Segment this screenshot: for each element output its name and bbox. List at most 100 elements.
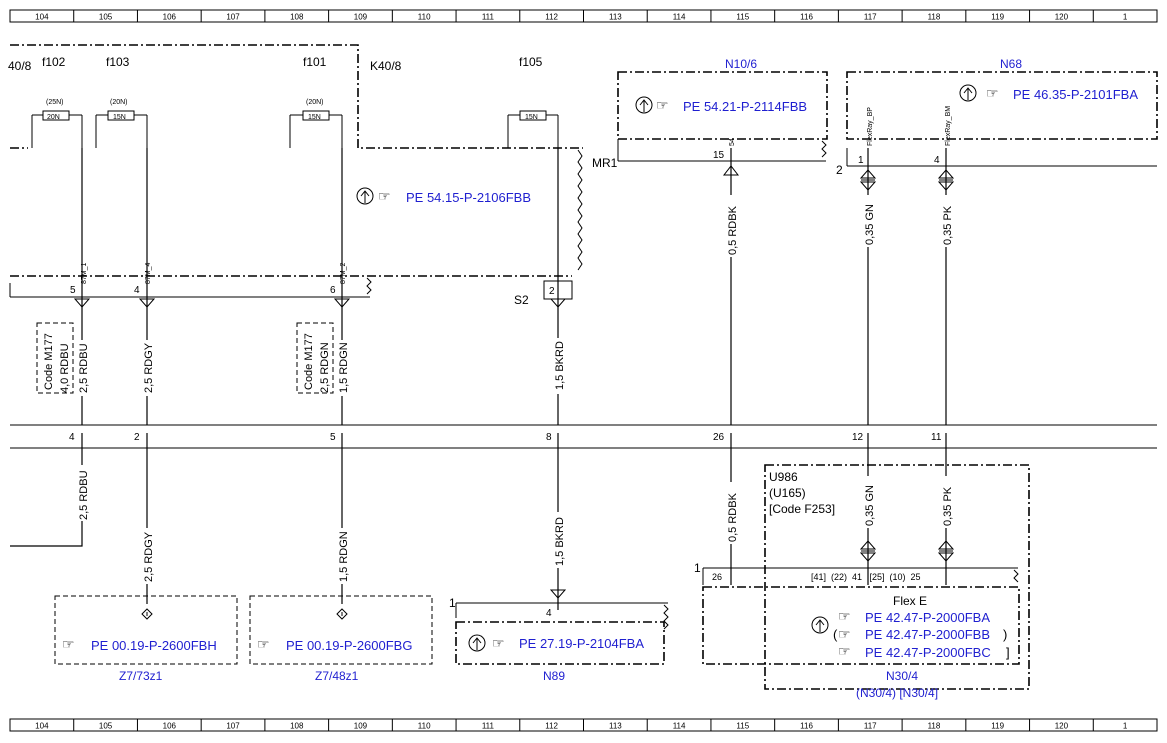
grid-number: 115 (736, 13, 749, 22)
pin-6: 6 (330, 285, 336, 296)
w2-bot: 2,5 RDGY (143, 531, 155, 582)
hand-pointer-icon: ☞ (986, 85, 999, 101)
n68-ref-text[interactable]: PE 46.35-P-2101FBA (1013, 87, 1138, 102)
w1-bot: 2,5 RDBU (78, 470, 90, 520)
z7-48z1-ref[interactable]: PE 00.19-P-2600FBG (286, 638, 412, 653)
mid-connector-pins: 4 2 5 8 26 12 11 (69, 432, 942, 443)
grid-number: 119 (991, 13, 1004, 22)
n30-4-refs[interactable]: ☞ PE 42.47-P-2000FBA ( ☞ PE 42.47-P-2000… (811, 608, 1010, 660)
fuse-f102: f102 (25N) 20N (31, 55, 83, 148)
mid-pin-12: 12 (852, 432, 864, 443)
f101-label: f101 (303, 55, 327, 69)
n30-4-ref-2[interactable]: PE 42.47-P-2000FBB (865, 627, 990, 642)
upper-wire-labels: 2,5 RDBU 2,5 RDGY 1,5 RDGN 1,5 BKRD 0,5 … (76, 195, 954, 396)
n10-6-ref[interactable]: ☞ PE 54.21-P-2114FBB (635, 96, 807, 114)
k40-8-box (9, 44, 583, 298)
w4-bot: 1,5 BKRD (554, 517, 566, 566)
f102-rating: (25N) (46, 99, 64, 106)
w7-top: 0,35 PK (942, 205, 954, 245)
grid-number: 114 (673, 13, 686, 22)
mid-pin-2: 2 (134, 432, 140, 443)
n30-4-ref-3[interactable]: PE 42.47-P-2000FBC (865, 645, 991, 660)
grid-number: 106 (163, 722, 177, 731)
paren-left: ( (833, 627, 838, 642)
w1-code: Code M177 (43, 333, 55, 390)
n30-4-box (702, 586, 1020, 665)
n89-label: N89 (543, 669, 565, 683)
s2-pin: 2 (549, 286, 555, 297)
u986-line-1: U986 (769, 470, 798, 484)
n89-box (455, 621, 665, 665)
n10-6-label: N10/6 (725, 57, 757, 71)
n68-ref[interactable]: ☞ PE 46.35-P-2101FBA (959, 84, 1138, 102)
f102-label: f102 (42, 55, 66, 69)
u986-line-2: (U165) (769, 486, 806, 500)
w5-bot: 0,5 RDBK (727, 492, 739, 542)
w3-code: Code M177 (303, 333, 315, 390)
w5-top: 0,5 RDBK (727, 205, 739, 255)
n30-4-title: Flex E (893, 594, 927, 608)
n10-6-pin: 15 (713, 150, 725, 161)
grid-number: 109 (354, 13, 368, 22)
code-m177-box-2 (296, 322, 334, 394)
n89-ref-text[interactable]: PE 27.19-P-2104FBA (519, 636, 644, 651)
paren-right: ) (1003, 627, 1007, 642)
grid-number: 104 (35, 13, 49, 22)
k40-ref[interactable]: ☞ PE 54.15-P-2106FBB (356, 187, 531, 205)
n30-4-label: N30/4 (886, 669, 918, 683)
grid-number: 110 (418, 13, 431, 22)
mid-pin-5: 5 (330, 432, 336, 443)
n89-pin: 4 (546, 608, 552, 619)
grid-number: 113 (609, 13, 622, 22)
w3-top-alt: 2,5 RDGN (319, 342, 331, 393)
grid-number: 116 (800, 13, 813, 22)
hand-pointer-icon: ☞ (378, 188, 391, 204)
bracket-right: ] (1006, 645, 1010, 660)
flexray-bp: FlexRay_BP (867, 107, 874, 146)
code-m177-box-1 (36, 322, 74, 394)
u986-line-3: [Code F253] (769, 502, 835, 516)
grid-number: 108 (290, 722, 304, 731)
grid-number: 114 (673, 722, 686, 731)
hand-pointer-icon: ☞ (492, 635, 505, 651)
f101-inner: 15N (308, 114, 321, 121)
grid-number: 104 (35, 722, 49, 731)
grid-number: 117 (864, 722, 877, 731)
w6-bot: 0,35 GN (864, 485, 876, 526)
grid-number: 107 (226, 722, 240, 731)
n89-connector: 1 (449, 596, 456, 610)
n68-box (846, 71, 1158, 140)
z7-73z1-ref[interactable]: PE 00.19-P-2600FBH (91, 638, 217, 653)
f105-label: f105 (519, 55, 543, 69)
n30-4-ref-1[interactable]: PE 42.47-P-2000FBA (865, 610, 990, 625)
hand-pointer-icon: ☞ (838, 626, 851, 642)
n68-connector: 2 (836, 163, 843, 177)
grid-number: 105 (99, 13, 113, 22)
k40-ref-text[interactable]: PE 54.15-P-2106FBB (406, 190, 531, 205)
grid-number: 111 (482, 722, 495, 731)
u986-box (764, 464, 1030, 690)
flexray-bm: FlexRay_BM (945, 106, 952, 146)
grid-number: 120 (1055, 722, 1069, 731)
s2-label: S2 (514, 293, 529, 307)
n10-6-ref-text[interactable]: PE 54.21-P-2114FBB (683, 99, 807, 114)
f103-inner: 15N (113, 114, 126, 121)
f102-inner: 20N (47, 114, 60, 121)
grid-number: 110 (418, 722, 431, 731)
z7-48z1-box (249, 595, 433, 665)
n89-ref[interactable]: ☞ PE 27.19-P-2104FBA (468, 634, 644, 652)
w2-top: 2,5 RDGY (143, 342, 155, 393)
lower-wire-labels: 2,5 RDBU 2,5 RDGY 1,5 RDGN 1,5 BKRD 0,5 … (76, 465, 954, 584)
hand-pointer-icon: ☞ (62, 636, 75, 652)
fuse-f101: f101 (20N) 15N (289, 55, 343, 148)
fuse-f103: f103 (20N) 15N (95, 55, 148, 148)
n68-pin-4: 4 (934, 155, 940, 166)
hand-pointer-icon: ☞ (656, 97, 669, 113)
grid-number: 118 (928, 722, 941, 731)
n10-6-connector: MR1 (592, 156, 618, 170)
w1-top-alt: 4,0 RDBU (59, 343, 71, 393)
k40-8-label: K40/8 (370, 59, 402, 73)
pin-4: 4 (134, 285, 140, 296)
